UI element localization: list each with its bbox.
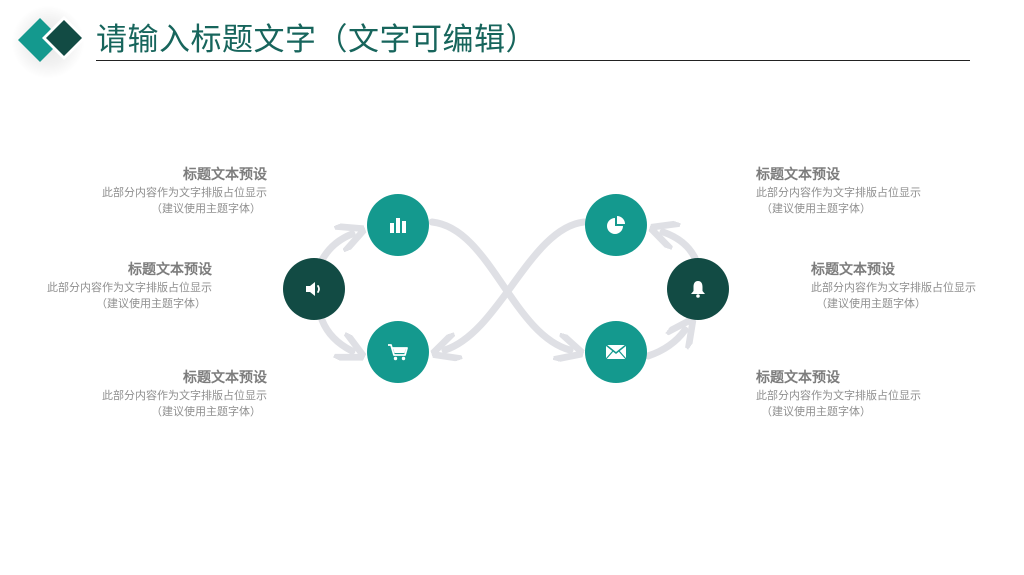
block-title: 标题文本预设 [183,167,267,183]
block-note: （建议使用主题字体） [761,202,871,215]
arrow-bottom-right-to-bell [644,330,685,360]
block-title: 标题文本预设 [183,370,267,386]
block-note: （建议使用主题字体） [151,202,261,215]
block-description: 此部分内容作为文字排版占位显示 [102,389,267,402]
block-note: （建议使用主题字体） [816,297,926,310]
shopping-cart-icon [388,344,408,361]
speaker-icon [306,282,320,296]
arrow-top-right-to-bottom-left [445,218,588,350]
text-block-right-mid: 标题文本预设 此部分内容作为文字排版占位显示 （建议使用主题字体） [811,261,1016,312]
node-mid-right[interactable] [667,258,729,320]
block-description: 此部分内容作为文字排版占位显示 [102,186,267,199]
block-note: （建议使用主题字体） [761,405,871,418]
pie-chart-icon [607,216,625,234]
text-block-left-top: 标题文本预设 此部分内容作为文字排版占位显示 （建议使用主题字体） [27,166,267,217]
title-divider [96,60,970,61]
block-title: 标题文本预设 [811,262,895,278]
block-note: （建议使用主题字体） [96,297,206,310]
block-title: 标题文本预设 [756,167,840,183]
node-mid-left[interactable] [283,258,345,320]
block-title: 标题文本预设 [128,262,212,278]
node-top-left[interactable] [367,194,429,256]
node-top-right[interactable] [585,194,647,256]
text-block-right-bottom: 标题文本预设 此部分内容作为文字排版占位显示 （建议使用主题字体） [756,369,996,420]
block-description: 此部分内容作为文字排版占位显示 [756,186,921,199]
text-block-left-bottom: 标题文本预设 此部分内容作为文字排版占位显示 （建议使用主题字体） [27,369,267,420]
block-description: 此部分内容作为文字排版占位显示 [811,281,976,294]
page-title: 请输入标题文字（文字可编辑） [96,22,537,58]
envelope-icon [605,344,627,360]
text-block-right-top: 标题文本预设 此部分内容作为文字排版占位显示 （建议使用主题字体） [756,166,996,217]
diamond-logo-icon [18,16,84,62]
bell-icon [691,281,705,298]
text-block-left-mid: 标题文本预设 此部分内容作为文字排版占位显示 （建议使用主题字体） [0,261,212,312]
arrow-top-left-to-bottom-right [428,218,570,350]
bar-chart-icon [390,218,406,233]
arrow-speaker-to-bottom-left [318,316,352,351]
node-bottom-right[interactable] [585,321,647,383]
block-description: 此部分内容作为文字排版占位显示 [756,389,921,402]
arrow-bell-to-top-right [663,232,699,262]
block-note: （建议使用主题字体） [151,405,261,418]
node-bottom-left[interactable] [367,321,429,383]
block-title: 标题文本预设 [756,370,840,386]
block-description: 此部分内容作为文字排版占位显示 [47,281,212,294]
arrow-speaker-to-top-left [318,234,352,264]
